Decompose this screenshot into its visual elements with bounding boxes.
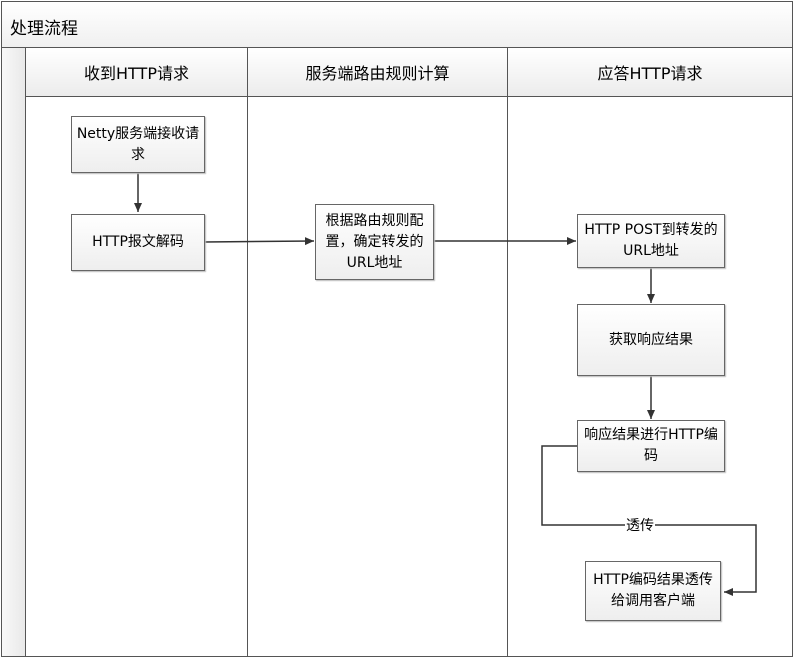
node-get-response: 获取响应结果: [577, 304, 725, 376]
node-receive-request: Netty服务端接收请求: [71, 116, 205, 173]
lane-header-receive: 收到HTTP请求: [26, 48, 248, 97]
lane-header-respond: 应答HTTP请求: [508, 48, 792, 97]
lane-divider-2: [507, 97, 508, 657]
node-route-config: 根据路由规则配置，确定转发的URL地址: [315, 204, 434, 280]
node-pass-through: HTTP编码结果透传给调用客户端: [585, 561, 721, 621]
node-encode-response: 响应结果进行HTTP编码: [577, 420, 725, 472]
node-http-decode: HTTP报文解码: [71, 214, 205, 271]
node-http-post-forward: HTTP POST到转发的URL地址: [577, 214, 725, 268]
diagram-title: 处理流程: [10, 19, 78, 39]
lane-header-routing: 服务端路由规则计算: [248, 48, 508, 97]
edge-decode-to-route: [203, 237, 315, 246]
lane-divider-1: [247, 97, 248, 657]
diagram-title-bar: 处理流程: [2, 2, 792, 48]
edge-label-passthrough: 透传: [625, 515, 655, 535]
swimlane-left-strip: [2, 48, 26, 656]
